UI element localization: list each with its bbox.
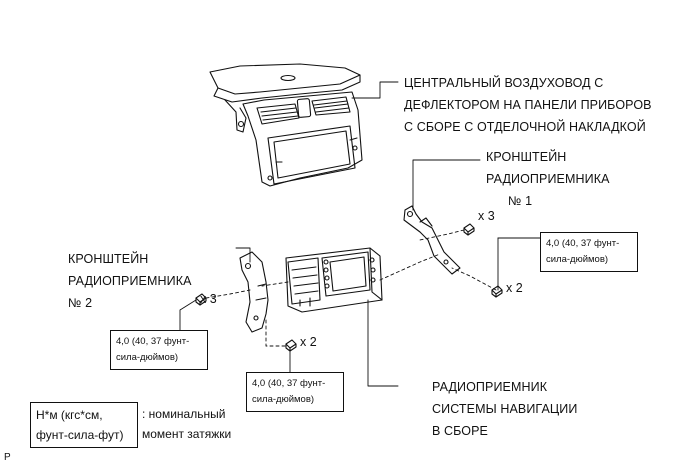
label-air-duct: ЦЕНТРАЛЬНЫЙ ВОЗДУХОВОД С ДЕФЛЕКТОРОМ НА …	[404, 72, 652, 138]
torque-right-line1: 4,0 (40, 37 фунт-	[546, 238, 620, 249]
radio-bracket-2	[239, 251, 269, 333]
qty-bracket2: x 3	[200, 292, 217, 306]
qty-bracket1-top: x 3	[478, 209, 495, 223]
label-air-duct-line1: ЦЕНТРАЛЬНЫЙ ВОЗДУХОВОД С	[404, 76, 604, 90]
air-duct-assembly	[209, 63, 363, 187]
label-air-duct-line2: ДЕФЛЕКТОРОМ НА ПАНЕЛИ ПРИБОРОВ	[404, 98, 652, 112]
torque-box-right: 4,0 (40, 37 фунт- сила-дюймов)	[540, 232, 638, 272]
label-bracket-2: КРОНШТЕЙН РАДИОПРИЕМНИКА № 2	[68, 248, 192, 314]
legend-unit-line1: Н*м (кгс*см,	[36, 408, 103, 422]
legend-unit-line2: фунт-сила-фут)	[36, 428, 124, 442]
label-bracket-2-line1: КРОНШТЕЙН	[68, 252, 149, 266]
label-bracket-1-line2: РАДИОПРИЕМНИКА	[486, 172, 610, 186]
figure-code: P	[4, 452, 11, 463]
qty-center: x 2	[300, 335, 317, 349]
legend-description-line1: : номинальный	[142, 407, 226, 421]
torque-box-left: 4,0 (40, 37 фунт- сила-дюймов)	[110, 330, 208, 370]
label-bracket-1: КРОНШТЕЙН РАДИОПРИЕМНИКА № 1	[486, 146, 610, 212]
torque-box-center: 4,0 (40, 37 фунт- сила-дюймов)	[246, 372, 344, 412]
label-bracket-2-line3: № 2	[68, 296, 93, 310]
label-radio: РАДИОПРИЕМНИК СИСТЕМЫ НАВИГАЦИИ В СБОРЕ	[432, 376, 577, 442]
label-air-duct-line3: С СБОРЕ С ОТДЕЛОЧНОЙ НАКЛАДКОЙ	[404, 120, 646, 134]
label-bracket-1-line3: № 1	[508, 194, 533, 208]
torque-center-line2: сила-дюймов)	[252, 394, 315, 405]
torque-right-line2: сила-дюймов)	[546, 254, 609, 265]
label-bracket-1-line1: КРОНШТЕЙН	[486, 150, 567, 164]
label-radio-line3: В СБОРЕ	[432, 424, 488, 438]
legend-unit-box: Н*м (кгс*см, фунт-сила-фут)	[30, 402, 138, 448]
legend-description-line2: момент затяжки	[142, 427, 232, 441]
torque-left-line2: сила-дюймов)	[116, 352, 179, 363]
installation-lines	[205, 229, 497, 347]
navigation-radio-receiver	[285, 247, 383, 313]
bolt-bracket1-top	[463, 223, 475, 236]
legend-description: : номинальный момент затяжки	[142, 404, 231, 444]
torque-left-line1: 4,0 (40, 37 фунт-	[116, 336, 190, 347]
label-bracket-2-line2: РАДИОПРИЕМНИКА	[68, 274, 192, 288]
label-radio-line2: СИСТЕМЫ НАВИГАЦИИ	[432, 402, 578, 416]
torque-center-line1: 4,0 (40, 37 фунт-	[252, 378, 326, 389]
radio-bracket-1	[403, 205, 461, 275]
label-radio-line1: РАДИОПРИЕМНИК	[432, 380, 548, 394]
qty-bracket1-bottom: x 2	[506, 281, 523, 295]
bolt-center	[285, 339, 297, 352]
bolt-bracket1-bottom	[491, 285, 503, 298]
